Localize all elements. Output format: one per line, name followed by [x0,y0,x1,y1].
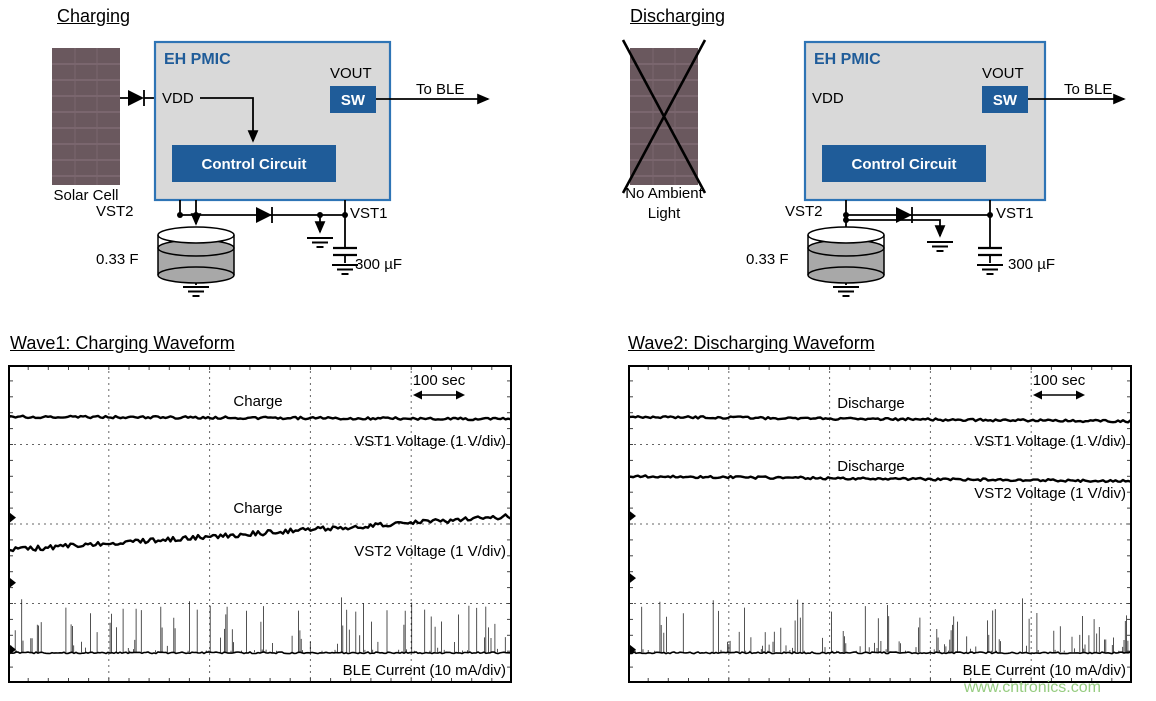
input-diode-icon [128,90,145,106]
wave2-vst2-annotation: Discharge [837,458,905,475]
charging-circuit: Solar Cell EH PMIC VDD VOUT SW To BLE Co… [52,40,490,297]
wave1-vst1-annotation: Charge [233,393,282,410]
vdd-label: VDD [812,90,844,107]
control-circuit-label: Control Circuit [202,156,307,173]
wave1-vst1-label: VST1 Voltage (1 V/div) [354,433,506,450]
to-ble-label: To BLE [1064,81,1112,98]
pmic-title: EH PMIC [814,51,881,68]
wave1-grid-layer [8,365,512,683]
vdd-label: VDD [162,90,194,107]
vst2-label: VST2 [96,203,134,220]
output-capacitor [332,200,358,275]
sw-label: SW [993,92,1018,109]
to-ble-label: To BLE [416,81,464,98]
wave1-scope: 100 sec Charge VST1 Voltage (1 V/div) Ch… [8,365,512,683]
supercap-value-label: 0.33 F [746,251,789,268]
wave1-vst2-annotation: Charge [233,500,282,517]
discharging-title: Discharging [630,6,726,26]
drop-ground-icon [307,237,333,248]
no-ambient-light-label: No Ambient Light [625,185,703,222]
watermark: www.cntronics.com [964,679,1101,696]
vout-label: VOUT [330,65,372,82]
wave1-scope-border [8,365,512,683]
control-circuit-box [172,145,336,182]
drop-ground-icon [927,241,953,252]
wave2-ble-label: BLE Current (10 mA/div) [963,662,1126,679]
wave2-scope-border [628,365,1132,683]
sw-box [330,86,376,113]
wave2-vst2-label: VST2 Voltage (1 V/div) [974,485,1126,502]
wave2-grid-layer [628,365,1132,683]
discharge-current-wire [846,219,946,238]
vst1-label: VST1 [996,205,1034,222]
wave1-title: Wave1: Charging Waveform [10,333,235,353]
solar-cell-label: Solar Cell [53,187,118,204]
bus-diode-icon [256,207,273,223]
wave2-scope: 100 sec Discharge VST1 Voltage (1 V/div)… [628,365,1132,683]
sw-label: SW [341,92,366,109]
supercapacitor [807,226,885,284]
wave1-trace-layer [8,390,512,656]
wave2-title: Wave2: Discharging Waveform [628,333,875,353]
output-cap-value-label: 300 µF [1008,256,1055,273]
wave1-timescale-label: 100 sec [413,372,466,389]
wave2-vst1-label: VST1 Voltage (1 V/div) [974,433,1126,450]
supercap-value-label: 0.33 F [96,251,139,268]
wave2-timescale-label: 100 sec [1033,372,1086,389]
wave1-ble-label: BLE Current (10 mA/div) [343,662,506,679]
pmic-title: EH PMIC [164,51,231,68]
output-capacitor [977,200,1003,275]
wave2-trace-layer [628,390,1132,656]
solar-cell [52,48,120,185]
vdd-to-control-wire [200,97,259,143]
vout-label: VOUT [982,65,1024,82]
discharging-circuit: EH PMIC VDD VOUT SW To BLE Control Circu… [621,39,1126,297]
output-cap-value-label: 300 µF [355,256,402,273]
vst1-label: VST1 [350,205,388,222]
sw-box [982,86,1028,113]
supercap-ground-icon [183,286,209,297]
no-light-cross-icon [621,39,707,194]
supercapacitor [157,226,235,284]
supercap-ground-icon [833,286,859,297]
control-circuit-box [822,145,986,182]
wave2-vst1-annotation: Discharge [837,395,905,412]
solar-cell [621,39,707,194]
control-circuit-label: Control Circuit [852,156,957,173]
vst2-label: VST2 [785,203,823,220]
wave1-vst2-label: VST2 Voltage (1 V/div) [354,543,506,560]
charging-title: Charging [57,6,131,26]
